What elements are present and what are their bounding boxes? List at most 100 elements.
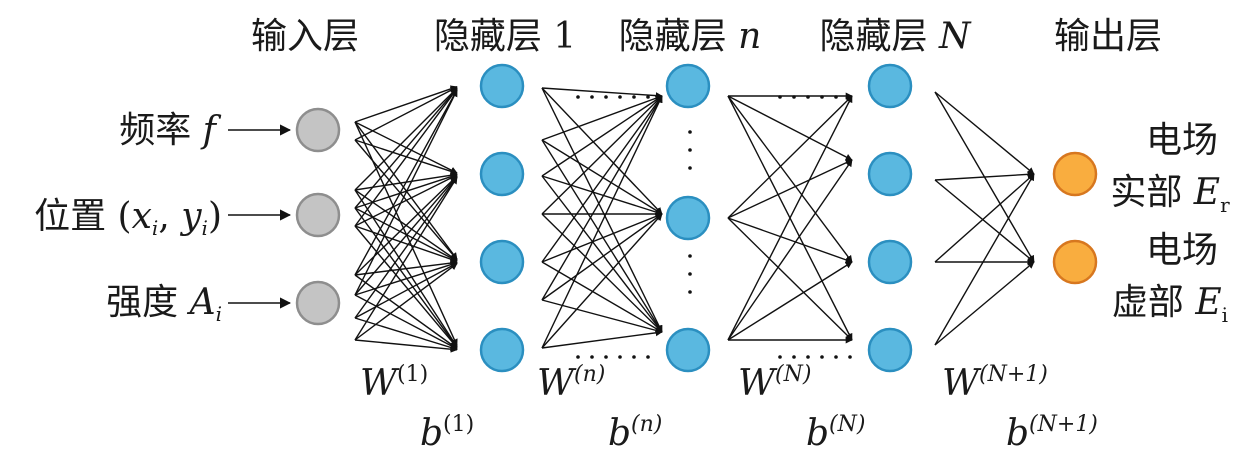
hidden-layer-n-title: 隐藏层 n bbox=[619, 16, 762, 57]
edge-input-to-hidden1 bbox=[354, 175, 458, 296]
edge-hidden1-to-hiddenn bbox=[541, 95, 663, 301]
edge-input-to-hidden1 bbox=[354, 317, 458, 351]
ellipsis-dot-top-left bbox=[632, 95, 636, 99]
ellipsis-dot-bottom-right bbox=[778, 355, 782, 359]
input-layer-title: 输入层 bbox=[251, 16, 359, 57]
ellipsis-dot-top-left bbox=[590, 95, 594, 99]
input-node bbox=[295, 280, 341, 326]
edge-hidden1-to-hiddenn bbox=[541, 95, 663, 349]
input-label-position-x: x bbox=[132, 196, 152, 237]
hidden1-node bbox=[479, 239, 525, 285]
ellipsis-dot-bottom-left bbox=[576, 355, 580, 359]
output-label-imag-sub: i bbox=[1222, 303, 1228, 327]
bias-label-1: b(1) bbox=[420, 412, 474, 454]
input-label-position-y-sub: i bbox=[202, 216, 208, 240]
hiddenn-node bbox=[665, 195, 711, 241]
weight-label-1-sup: (1) bbox=[397, 362, 428, 387]
connection-edges bbox=[354, 85, 1035, 353]
edge-input-to-hidden1 bbox=[354, 89, 458, 276]
output-label-real-line2: 实部 Er bbox=[1110, 172, 1230, 217]
hiddenN-node bbox=[867, 239, 913, 285]
output-label-real-var: E bbox=[1193, 172, 1220, 213]
edge-input-to-hidden1 bbox=[354, 207, 458, 262]
hidden-layer-N-title-main: 隐藏层 bbox=[820, 16, 939, 57]
output-label-imag-text: 虚部 bbox=[1112, 282, 1195, 323]
weight-label-N1-w: W bbox=[942, 363, 982, 404]
hidden-layer-N-title-var: N bbox=[938, 16, 972, 57]
edge-input-to-hidden1 bbox=[354, 89, 458, 296]
edge-hiddenn-to-hiddenN bbox=[727, 159, 853, 341]
edge-hiddenn-to-hiddenN bbox=[727, 159, 853, 219]
edge-hidden1-to-hiddenn bbox=[541, 87, 663, 333]
weight-label-n-w: W bbox=[537, 363, 577, 404]
ellipsis-dot-top-left bbox=[576, 95, 580, 99]
input-node bbox=[295, 107, 341, 153]
bias-label-N1-sup: (N+1) bbox=[1029, 412, 1098, 437]
hiddenn-node bbox=[665, 63, 711, 109]
edge-input-to-hidden1 bbox=[354, 262, 458, 341]
edge-hidden1-to-hiddenn bbox=[541, 95, 663, 215]
edge-input-to-hidden1 bbox=[354, 85, 458, 123]
bias-label-N-sup: (N) bbox=[829, 412, 865, 437]
ellipsis-dot-vertical-upper bbox=[688, 166, 692, 170]
edge-hidden1-to-hiddenn bbox=[541, 87, 663, 100]
ellipsis-dot-bottom-left bbox=[618, 355, 622, 359]
edge-hiddenn-to-hiddenN bbox=[727, 261, 853, 341]
edge-input-to-hidden1 bbox=[354, 87, 458, 209]
ellipsis-dot-bottom-left bbox=[632, 355, 636, 359]
ellipsis-dot-top-right bbox=[820, 95, 824, 99]
input-label-intensity-text: 强度 bbox=[106, 282, 189, 323]
edge-input-to-hidden1 bbox=[354, 176, 458, 341]
edge-hidden1-to-hiddenn bbox=[541, 175, 663, 216]
edge-input-to-hidden1 bbox=[354, 225, 458, 349]
ellipsis-dot-top-right bbox=[806, 95, 810, 99]
edge-hidden1-to-hiddenn bbox=[541, 139, 663, 333]
ellipsis-dot-vertical-upper bbox=[688, 148, 692, 152]
weight-label-n: W(n) bbox=[537, 362, 605, 404]
hiddenN-node bbox=[867, 327, 913, 373]
weight-label-N1-sup: (N+1) bbox=[979, 362, 1048, 387]
ellipsis-dot-top-right bbox=[834, 95, 838, 99]
edge-input-to-hidden1 bbox=[354, 88, 458, 227]
edge-hiddenN-to-output bbox=[934, 91, 1035, 175]
bias-label-1-sup: (1) bbox=[443, 412, 474, 437]
hidden1-node bbox=[479, 327, 525, 373]
input-label-position-x-sub: i bbox=[152, 216, 158, 240]
bias-label-n: b(n) bbox=[608, 412, 662, 454]
hiddenN-node bbox=[867, 63, 913, 109]
output-label-real-line1: 电场 bbox=[1146, 120, 1218, 161]
weight-label-N1: W(N+1) bbox=[942, 362, 1048, 404]
hidden-layer-N-title: 隐藏层 N bbox=[820, 16, 972, 57]
edge-hidden1-to-hiddenn bbox=[541, 261, 663, 333]
ellipsis-dot-top-left bbox=[646, 95, 650, 99]
output-label-imag-line1: 电场 bbox=[1146, 230, 1218, 271]
ellipsis-dots bbox=[576, 95, 852, 359]
output-label-real-text: 实部 bbox=[1110, 172, 1193, 213]
edge-hidden1-to-hiddenn bbox=[541, 213, 663, 301]
edge-hiddenN-to-output bbox=[934, 179, 1035, 263]
ellipsis-dot-vertical-upper bbox=[688, 130, 692, 134]
ellipsis-dot-vertical-lower bbox=[688, 254, 692, 258]
edge-input-to-hidden1 bbox=[354, 175, 458, 276]
edge-hidden1-to-hiddenn bbox=[541, 213, 663, 263]
ellipsis-dot-bottom-right bbox=[820, 355, 824, 359]
edge-hiddenn-to-hiddenN bbox=[727, 217, 853, 264]
input-label-position: 位置 (xi, yi) bbox=[34, 196, 222, 240]
edge-input-to-hidden1 bbox=[354, 274, 458, 350]
input-label-frequency-text: 频率 bbox=[119, 110, 202, 151]
ellipsis-dot-bottom-left bbox=[590, 355, 594, 359]
output-node bbox=[1052, 239, 1098, 285]
edge-input-to-hidden1 bbox=[354, 261, 458, 296]
input-node bbox=[295, 192, 341, 238]
ellipsis-dot-vertical-lower bbox=[688, 290, 692, 294]
ellipsis-dot-bottom-right bbox=[806, 355, 810, 359]
ellipsis-dot-bottom-right bbox=[834, 355, 838, 359]
network-nodes bbox=[295, 63, 1098, 373]
edge-hiddenN-to-output bbox=[934, 173, 1035, 263]
ellipsis-dot-bottom-left bbox=[646, 355, 650, 359]
output-node bbox=[1052, 151, 1098, 197]
ellipsis-dot-top-right bbox=[792, 95, 796, 99]
hidden1-node bbox=[479, 151, 525, 197]
hidden-layer-n-title-var: n bbox=[738, 16, 761, 57]
